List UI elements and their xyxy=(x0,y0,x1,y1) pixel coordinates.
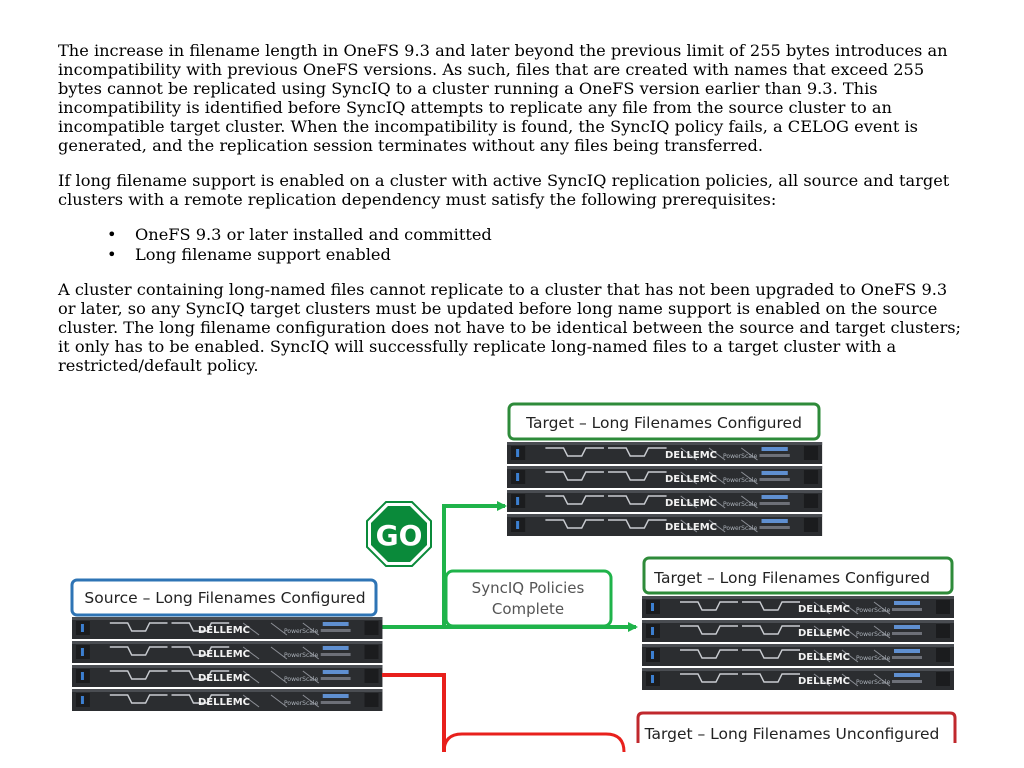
server-model: PowerScale xyxy=(723,501,758,508)
target-3-label-box xyxy=(636,711,957,743)
server-brand: DELLEMC xyxy=(198,625,250,636)
target-1-label-box xyxy=(507,402,821,441)
source-label: Source – Long Filenames Configured xyxy=(84,589,365,607)
server-brand: DELLEMC xyxy=(198,673,250,684)
server-brand: DELLEMC xyxy=(798,604,850,615)
failure-path xyxy=(382,673,626,753)
policy-status-line2: Complete xyxy=(492,600,564,618)
server-brand: DELLEMC xyxy=(798,676,850,687)
server-model: PowerScale xyxy=(856,631,891,638)
replication-diagram-svg: Target – Long Filenames Configured DELLE… xyxy=(70,402,957,753)
server-brand: DELLEMC xyxy=(798,652,850,663)
paragraph-prerequisites-intro: If long filename support is enabled on a… xyxy=(58,171,950,209)
target-1-group: Target – Long Filenames Configured DELLE… xyxy=(506,402,823,537)
server-brand: DELLEMC xyxy=(665,450,717,461)
server-model: PowerScale xyxy=(284,652,319,659)
server-model: PowerScale xyxy=(284,628,319,635)
paragraph-filename-incompatibility: The increase in filename length in OneFS… xyxy=(58,41,948,155)
server-model: PowerScale xyxy=(856,679,891,686)
server-model: PowerScale xyxy=(723,477,758,484)
source-label-box xyxy=(70,578,378,617)
server-model: PowerScale xyxy=(284,676,319,683)
target-3-group: Target – Long Filenames Unconfigured xyxy=(636,711,957,743)
policy-status-box: SyncIQ Policies Complete xyxy=(444,569,613,628)
server-brand: DELLEMC xyxy=(665,522,717,533)
target-1-label: Target – Long Filenames Configured xyxy=(525,414,802,432)
list-item: OneFS 9.3 or later installed and committ… xyxy=(107,225,968,245)
go-sign: GO xyxy=(366,501,432,567)
target-2-server-stack: DELLEMC DELLEMC DELLEMC DELLEMC PowerSca… xyxy=(641,595,955,691)
server-model: PowerScale xyxy=(856,655,891,662)
go-sign-text: GO xyxy=(376,519,423,552)
source-server-stack: DELLEMC DELLEMC DELLEMC DELLEMC PowerSca… xyxy=(71,616,384,712)
target-2-label: Target – Long Filenames Configured xyxy=(653,569,930,587)
paragraph-target-upgrade: A cluster containing long-named files ca… xyxy=(58,280,962,375)
target-1-server-stack: DELLEMC DELLEMC DELLEMC DELLEMC PowerSca… xyxy=(506,441,823,537)
server-model: PowerScale xyxy=(723,453,758,460)
server-brand: DELLEMC xyxy=(798,628,850,639)
target-2-label-box xyxy=(642,556,954,595)
list-item: Long filename support enabled xyxy=(107,245,968,265)
source-group: Source – Long Filenames Configured DELLE… xyxy=(70,578,384,712)
target-2-group: Target – Long Filenames Configured DELLE… xyxy=(641,556,955,691)
target-3-label: Target – Long Filenames Unconfigured xyxy=(644,725,940,743)
server-brand: DELLEMC xyxy=(665,498,717,509)
server-brand: DELLEMC xyxy=(665,474,717,485)
server-brand: DELLEMC xyxy=(198,649,250,660)
prerequisites-list: OneFS 9.3 or later installed and committ… xyxy=(58,225,968,264)
server-brand: DELLEMC xyxy=(198,697,250,708)
server-model: PowerScale xyxy=(856,607,891,614)
article-body: The increase in filename length in OneFS… xyxy=(58,41,968,375)
replication-diagram: Target – Long Filenames Configured DELLE… xyxy=(0,380,1024,768)
policy-status-line1: SyncIQ Policies xyxy=(472,579,585,597)
server-model: PowerScale xyxy=(284,700,319,707)
server-model: PowerScale xyxy=(723,525,758,532)
